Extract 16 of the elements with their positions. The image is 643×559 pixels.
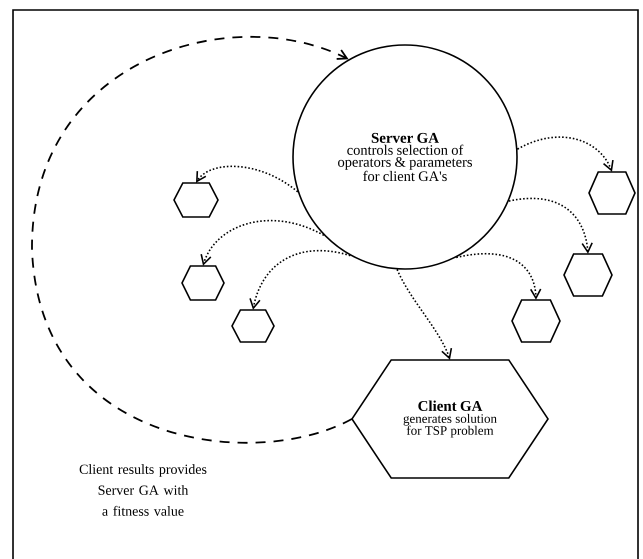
hexagon [231, 309, 275, 343]
arrow [456, 253, 542, 300]
arrow [196, 166, 298, 192]
arrow [31, 36, 352, 444]
hexagon [563, 253, 613, 297]
arrow [508, 198, 593, 254]
arrow [396, 269, 452, 360]
client-hexagon: Client GA generates solution for TSP problem [351, 359, 549, 479]
arrow [249, 250, 351, 310]
hexagon [181, 265, 225, 301]
hexagon [173, 182, 219, 218]
hexagon [588, 171, 636, 215]
edge-label: Client results provides Server GA with a fitness value [72, 463, 214, 517]
arrow [200, 220, 324, 266]
hexagon [511, 299, 561, 343]
arrow [517, 136, 614, 172]
